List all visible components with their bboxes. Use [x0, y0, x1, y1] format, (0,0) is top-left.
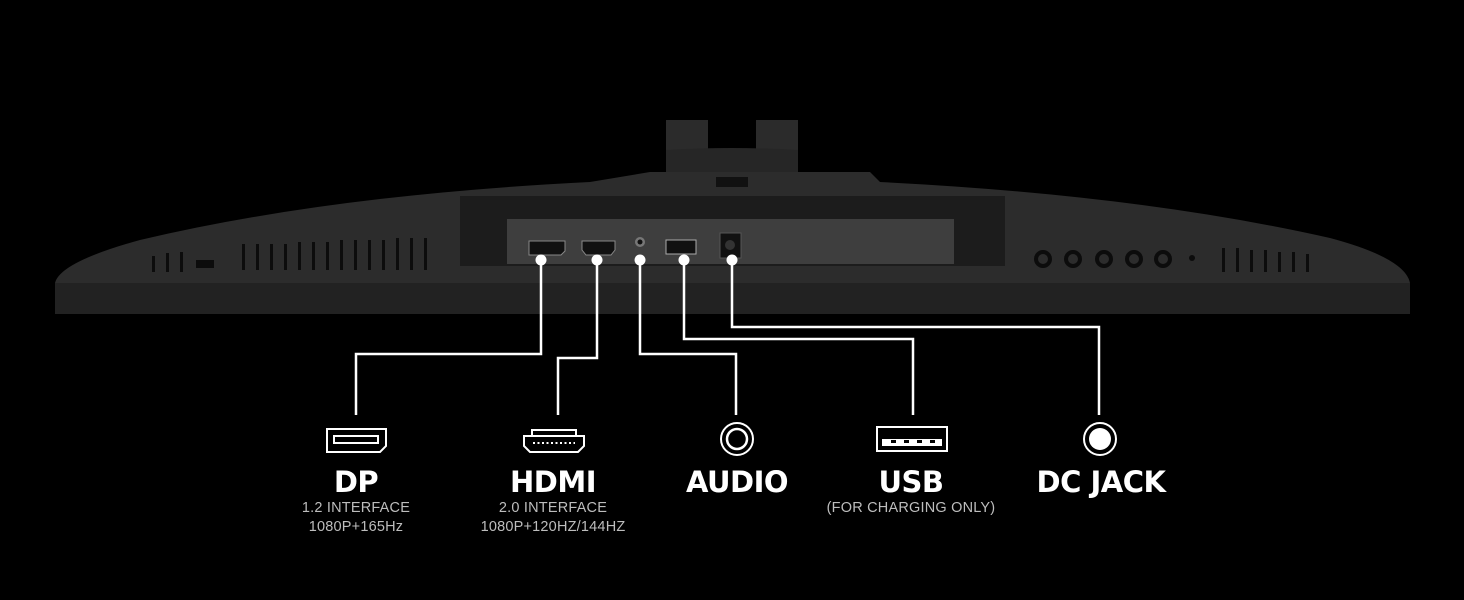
- dc-jack-connector-line: [730, 260, 1101, 415]
- dp-label: DP 1.2 INTERFACE 1080P+165Hz: [236, 465, 476, 537]
- dp-interface: 1.2 INTERFACE: [301, 500, 411, 516]
- monitor-stand: [666, 120, 798, 180]
- usb-connector-line: [682, 260, 915, 415]
- dc-jack-label: DC JACK: [981, 465, 1221, 499]
- usb-note: (FOR CHARGING ONLY): [826, 500, 996, 516]
- dc-jack-icon: [1083, 422, 1117, 456]
- displayport-icon: [326, 428, 387, 453]
- hdmi-connector-line: [556, 260, 599, 415]
- audio-name: AUDIO: [685, 465, 789, 499]
- monitor-bottom-body: [55, 172, 1410, 314]
- audio-connector-line: [638, 260, 738, 415]
- dp-name: DP: [333, 465, 379, 499]
- hdmi-interface: 2.0 INTERFACE: [498, 500, 608, 516]
- usb-icon: [876, 426, 948, 452]
- hdmi-label: HDMI 2.0 INTERFACE 1080P+120HZ/144HZ: [433, 465, 673, 537]
- usb-label: USB (FOR CHARGING ONLY): [791, 465, 1031, 518]
- hdmi-resolution: 1080P+120HZ/144HZ: [480, 519, 626, 535]
- hdmi-name: HDMI: [510, 465, 597, 499]
- audio-label: AUDIO: [617, 465, 857, 499]
- physical-ports: [528, 232, 742, 259]
- port-marker-dots: [535, 254, 738, 266]
- dc-jack-name: DC JACK: [1036, 465, 1166, 499]
- connector-lines: [354, 260, 1101, 415]
- usb-name: USB: [878, 465, 944, 499]
- dp-connector-line: [354, 260, 543, 415]
- audio-jack-icon: [720, 422, 754, 456]
- dp-resolution: 1080P+165Hz: [308, 519, 404, 535]
- hdmi-icon: [523, 429, 585, 453]
